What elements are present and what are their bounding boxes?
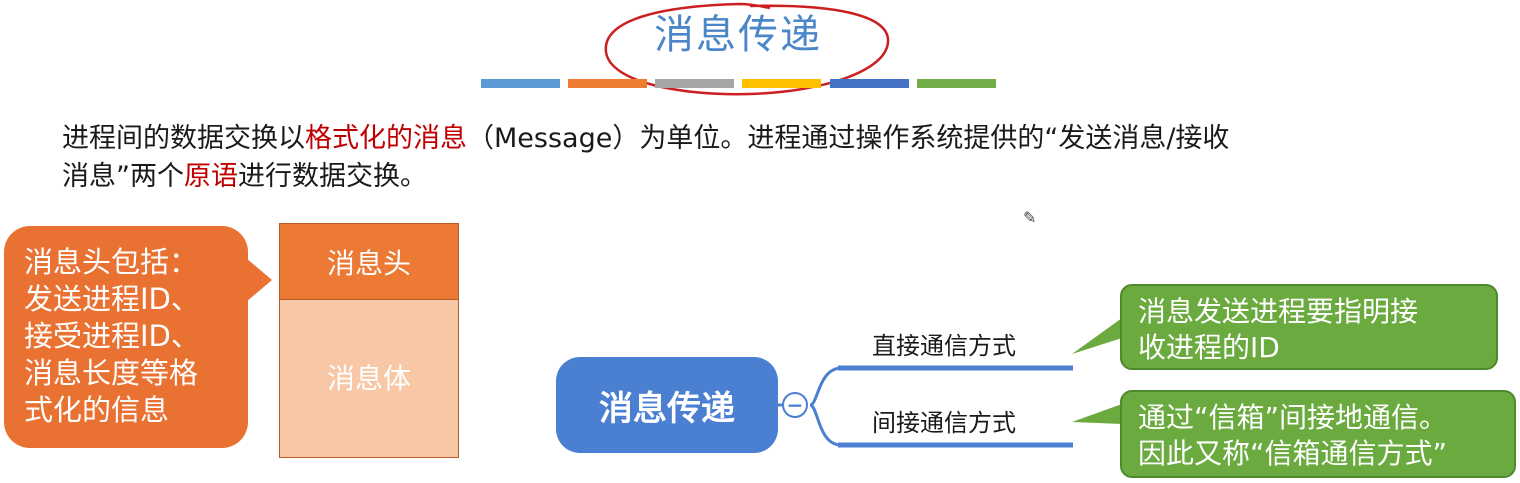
color-bar-segment [830,79,909,88]
branch-direct: 直接通信方式 [872,332,1016,360]
intro-text-3: 消息”两个 [62,161,184,192]
header-info-callout: 消息头包括： 发送进程ID、 接受进程ID、 消息长度等格 式化的信息 [4,226,248,448]
message-header-box: 消息头 [279,223,459,300]
direct-note-callout: 消息发送进程要指明接 收进程的ID [1120,284,1498,370]
callout-line: 发送进程ID、 [24,282,200,316]
intro-emphasis-1: 格式化的消息 [305,123,467,154]
mindmap-root-node: 消息传递 [556,357,778,453]
callout-pointer [246,258,272,302]
color-bar-segment [742,79,821,88]
callout-line: 式化的信息 [24,393,170,427]
intro-emphasis-2: 原语 [184,161,238,192]
intro-text-2: （Message）为单位。进程通过操作系统提供的“发送消息/接收 [467,123,1230,154]
callout-line: 消息长度等格 [24,356,199,390]
page-title: 消息传递 [654,12,822,58]
note-line: 收进程的ID [1138,331,1280,364]
note-line: 通过“信箱”间接地通信。 [1138,401,1448,434]
intro-text-4: 进行数据交换。 [238,161,427,192]
callout-line: 消息头包括： [24,245,199,279]
ink-ellipse-annotation [604,2,890,96]
color-bar-segment [655,79,734,88]
collapse-symbol: − [786,393,804,417]
note-line: 因此又称“信箱通信方式” [1138,437,1448,470]
message-body-box: 消息体 [279,300,459,458]
branch-indirect: 间接通信方式 [872,409,1016,437]
intro-paragraph: 进程间的数据交换以格式化的消息（Message）为单位。进程通过操作系统提供的“… [62,120,1472,196]
intro-text-1: 进程间的数据交换以 [62,123,305,154]
collapse-toggle-icon[interactable]: − [782,392,808,418]
callout-line: 接受进程ID、 [24,319,200,353]
indirect-note-callout: 通过“信箱”间接地通信。 因此又称“信箱通信方式” [1120,390,1516,478]
pencil-icon: ✎ [1023,208,1037,227]
color-bar-segment [481,79,560,88]
color-bar-segment [568,79,647,88]
color-bar-segment [917,79,996,88]
note-line: 消息发送进程要指明接 [1138,295,1419,328]
